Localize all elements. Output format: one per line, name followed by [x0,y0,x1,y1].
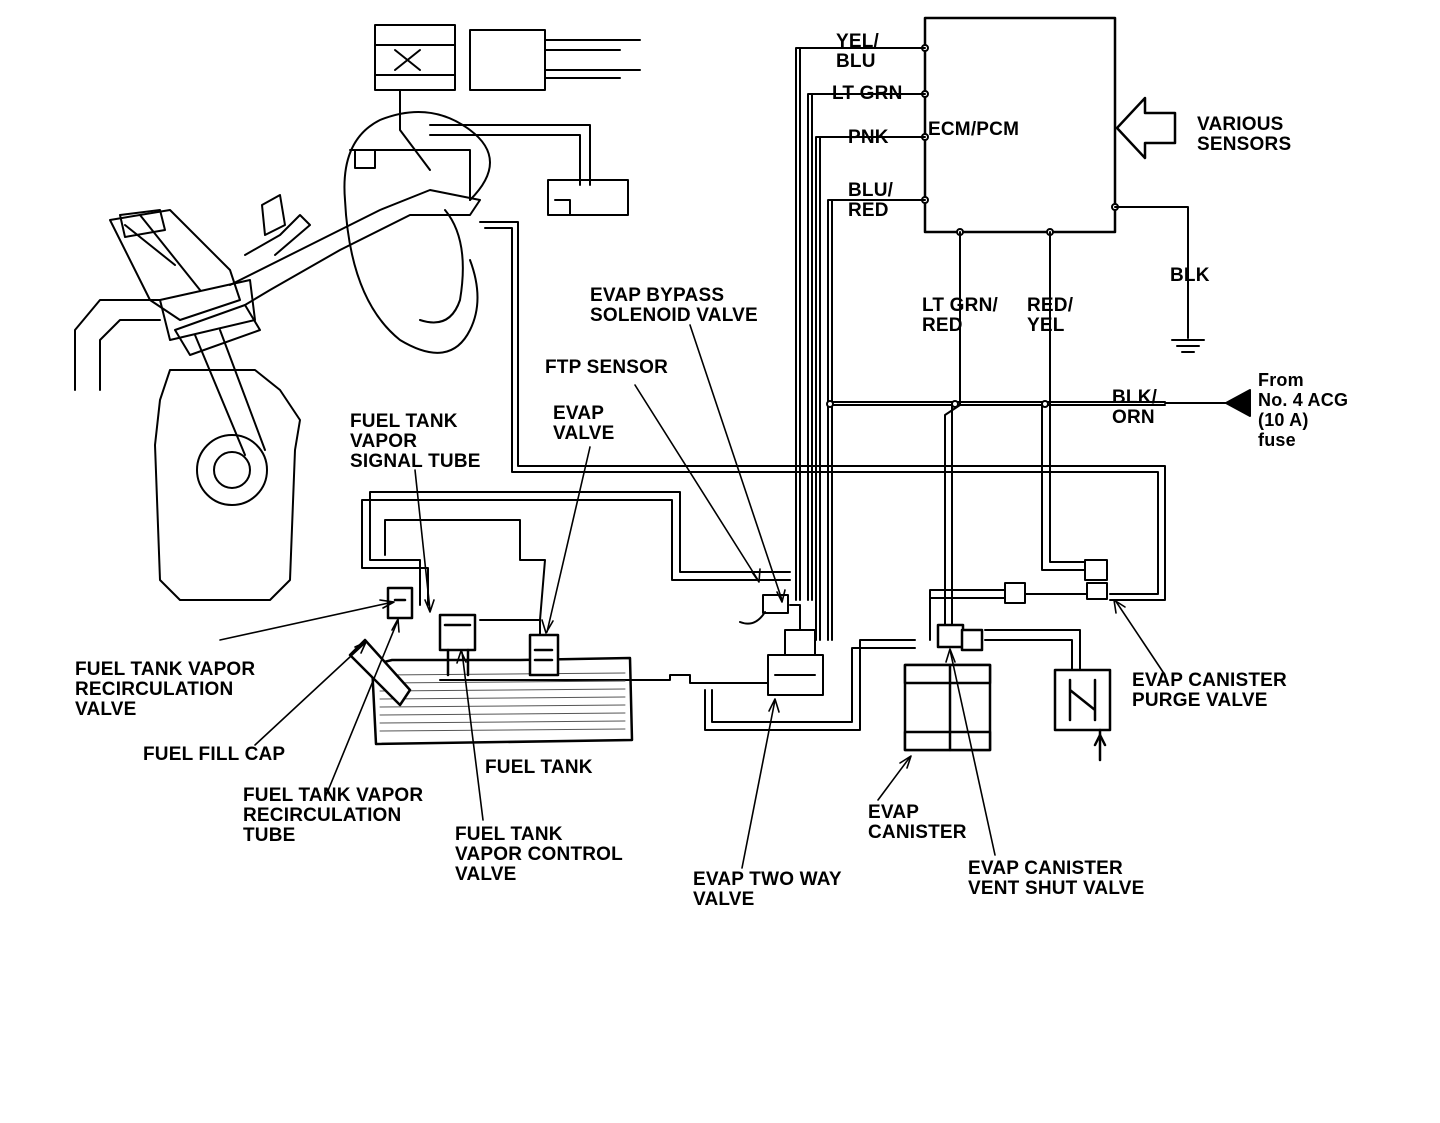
wire-red-yel-label: RED/ YEL [1027,295,1074,336]
fuel-tank-vapor-recirculation-tube-label: FUEL TANK VAPOR RECIRCULATION TUBE [243,785,424,846]
evap-two-way-valve-assembly [739,594,824,696]
evap-canister-purge-valve-label: EVAP CANISTER PURGE VALVE [1132,670,1287,711]
wire-blu-red-label: BLU/ RED [848,180,894,221]
wire-lt-grn-red-label: LT GRN/ RED [922,295,998,336]
fuel-tank-vapor-control-valve-label: FUEL TANK VAPOR CONTROL VALVE [455,824,623,885]
fuel-tank-vapor-signal-tube-label: FUEL TANK VAPOR SIGNAL TUBE [350,411,481,472]
evap-canister-body [903,623,992,752]
power-source-label: From No. 4 ACG (10 A) fuse [1258,370,1349,450]
ecm-wiring [795,47,1251,641]
leader-lines [219,324,1166,869]
fuel-tank-body [348,586,634,746]
engine-illustration [74,24,641,601]
wire-pnk-label: PNK [848,127,889,148]
ecm-pcm-label: ECM/PCM [928,119,1020,140]
evap-two-way-valve-label: EVAP TWO WAY VALVE [693,869,842,910]
fuel-tank-vapor-recirculation-valve-label: FUEL TANK VAPOR RECIRCULATION VALVE [75,659,256,720]
ftp-sensor-label: FTP SENSOR [545,357,669,378]
evap-canister-vent-shut-valve-label: EVAP CANISTER VENT SHUT VALVE [968,858,1145,899]
various-sensors-label: VARIOUS SENSORS [1197,114,1292,155]
purge-line [479,221,1166,601]
wire-blk-label: BLK [1170,265,1210,286]
air-filter-box [1053,668,1112,762]
evap-canister-label: EVAP CANISTER [868,802,967,843]
evap-valve-label: EVAP VALVE [553,403,615,444]
evap-bypass-solenoid-label: EVAP BYPASS SOLENOID VALVE [590,285,758,326]
fuel-tank-label: FUEL TANK [485,757,593,778]
sensors-input-arrow [1115,96,1177,160]
purge-valve-body [1004,559,1108,604]
fuel-fill-cap-label: FUEL FILL CAP [143,744,286,765]
wire-blk-orn-label: BLK/ ORN [1112,387,1158,428]
wire-yel-blu-label: YEL/ BLU [836,31,880,72]
wire-lt-grn-label: LT GRN [832,83,903,104]
